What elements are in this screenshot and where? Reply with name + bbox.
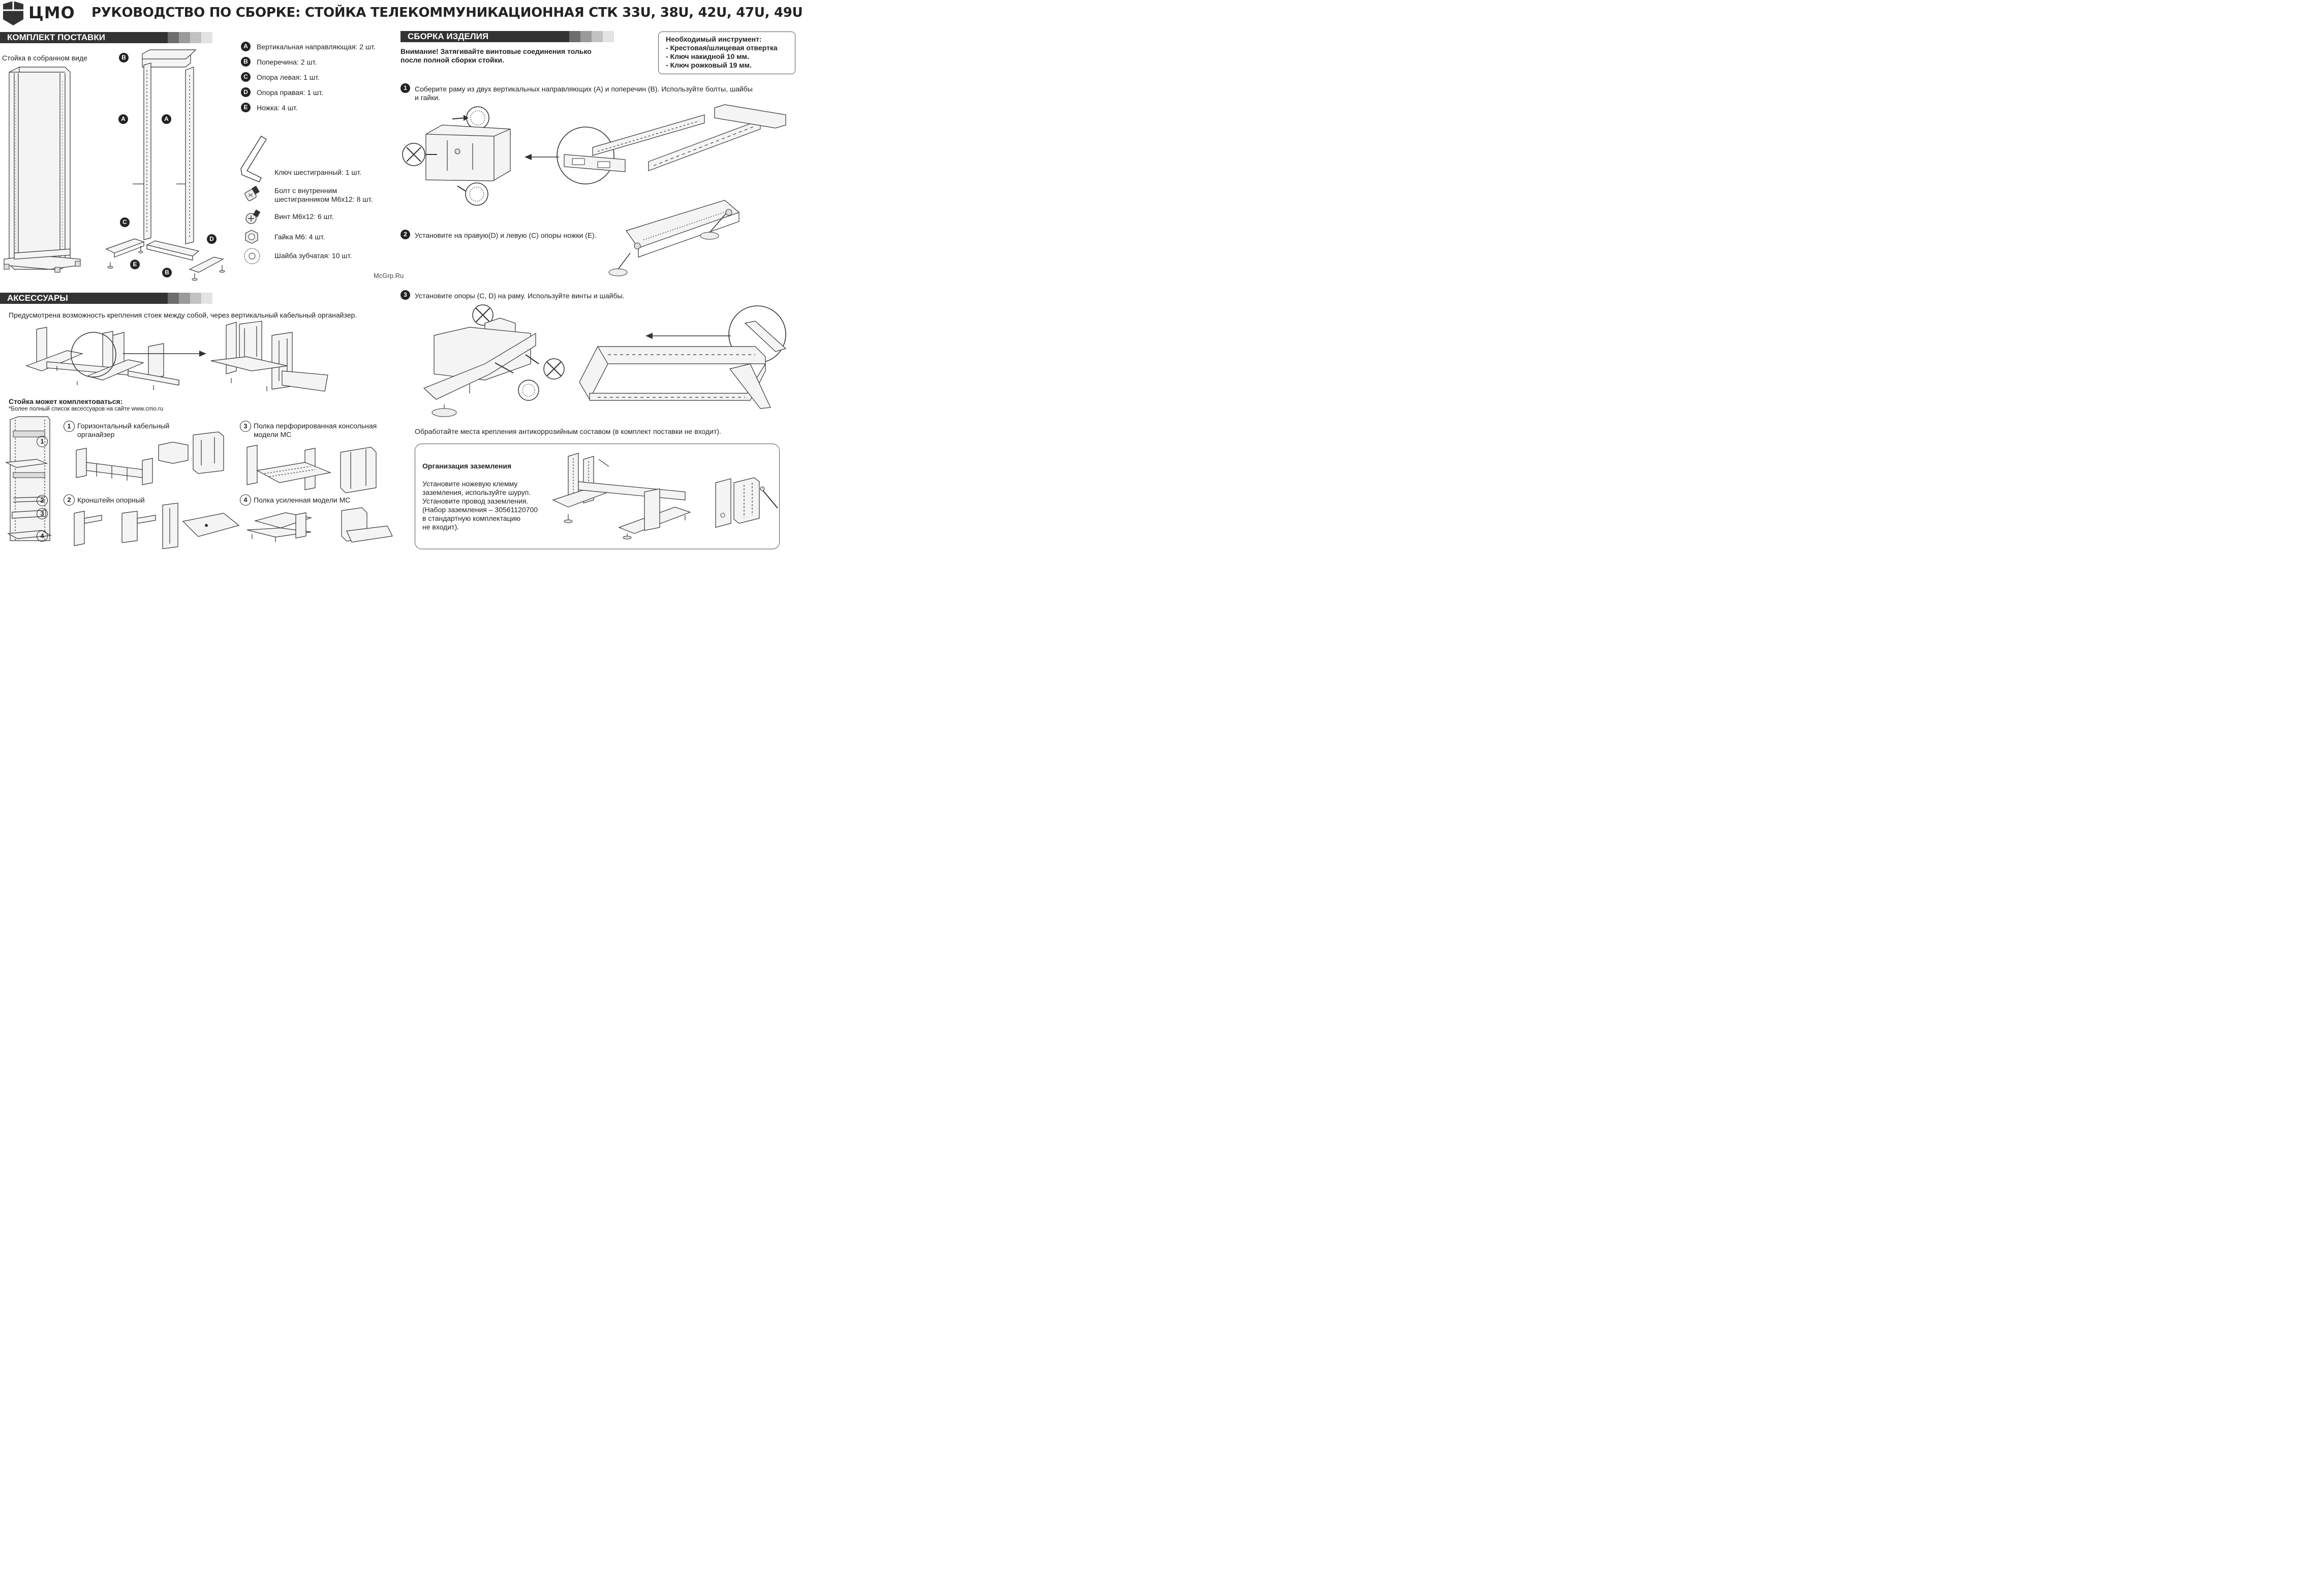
step1-frame-parts-illustration	[557, 104, 786, 184]
step-number: 2	[400, 230, 410, 239]
anticorrosion-note: Обработайте места крепления антикоррозий…	[415, 427, 721, 435]
accessory-text: Горизонтальный кабельный органайзер	[77, 422, 170, 439]
accessory-number: 1	[64, 421, 75, 432]
section-accessories-header: АКСЕССУАРЫ	[0, 293, 212, 304]
callout-c: C	[120, 217, 130, 227]
section-accessories-title: АКСЕССУАРЫ	[0, 293, 168, 304]
kit-item-letter: D	[241, 87, 251, 97]
rack-label: 3	[37, 508, 48, 519]
screw-icon	[245, 209, 261, 224]
section-assembly-header: СБОРКА ИЗДЕЛИЯ	[400, 31, 614, 42]
kit-item-letter: B	[241, 57, 251, 67]
accessory-text: Полка усиленная модели МС	[254, 496, 351, 504]
assembled-label: Стойка в собранном виде	[2, 54, 87, 62]
kit-item-text: Ножка: 4 шт.	[257, 104, 298, 112]
kit-item-text: Поперечина: 2 шт.	[257, 58, 317, 66]
tools-item: - Крестовая/шлицевая отвертка	[666, 44, 778, 52]
step-text: Установите на правую(D) и левую (С) опор…	[415, 231, 597, 239]
toothed-washer-icon	[244, 248, 260, 264]
accessory-number: 4	[240, 494, 251, 506]
grounding-text: Установите ножевую клемму заземления, ис…	[422, 480, 538, 531]
kit-item-letter: C	[241, 72, 251, 82]
arrow-left-icon	[645, 333, 731, 339]
logo: ЦМО	[2, 1, 78, 25]
callout-d: D	[207, 234, 217, 244]
rack-label: 1	[37, 436, 48, 447]
horizontal-cable-organizer-illustration	[76, 431, 224, 485]
joined-racks-detail-illustration	[210, 321, 328, 392]
grounding-rack-base-illustration	[552, 453, 691, 540]
arrow-left-icon	[525, 154, 559, 160]
hardware-item-text: Ключ шестигранный: 1 шт.	[274, 168, 362, 176]
callout-b-bottom: B	[162, 268, 172, 277]
kit-item-text: Опора правая: 1 шт.	[257, 88, 323, 97]
accessories-intro: Предусмотрена возможность крепления стое…	[9, 311, 357, 319]
step3-support-mount-illustration	[423, 304, 565, 417]
tools-item: - Ключ рожковый 19 мм.	[666, 61, 752, 69]
rack-with-accessories-illustration	[5, 416, 52, 541]
perforated-shelf-illustration	[246, 445, 377, 493]
step-text: Соберите раму из двух вертикальных напра…	[415, 85, 753, 102]
accessory-number: 2	[64, 494, 75, 506]
logo-shield-icon	[3, 1, 23, 25]
rack-label: 4	[37, 530, 48, 542]
exploded-parts-illustration	[105, 49, 225, 281]
reinforced-shelf-illustration	[246, 507, 393, 543]
step-number: 1	[400, 83, 410, 93]
socket-bolt-icon	[244, 185, 260, 201]
callout-a-left: A	[118, 114, 128, 124]
step2-support-legs-illustration	[608, 200, 740, 276]
accessories-options-note: *Более полный список аксессуаров на сайт…	[9, 406, 164, 412]
hex-key-icon	[240, 136, 267, 182]
arrow-right-icon	[123, 351, 206, 357]
accessory-text: Полка перфорированная консольная модели …	[254, 422, 377, 439]
joined-racks-illustration	[25, 327, 179, 390]
step3-frame-illustration	[579, 305, 787, 409]
tools-title: Необходимый инструмент:	[666, 35, 762, 43]
grounding-box: Организация заземления Установите ножеву…	[415, 444, 780, 549]
accessory-text: Кронштейн опорный	[77, 496, 145, 504]
callout-a-right: A	[162, 114, 171, 124]
step-text: Установите опоры (С, D) на раму. Использ…	[415, 292, 625, 300]
page-title: РУКОВОДСТВО ПО СБОРКЕ: СТОЙКА ТЕЛЕКОММУН…	[91, 5, 803, 20]
hardware-item-text: Болт с внутренним шестигранником М6х12: …	[274, 186, 373, 203]
accessory-number: 3	[240, 421, 251, 432]
callout-b-top: B	[119, 53, 129, 62]
logo-text: ЦМО	[28, 3, 75, 22]
step1-joint-detail-illustration	[402, 106, 511, 206]
kit-item-letter: A	[241, 42, 251, 51]
grounding-title: Организация заземления	[422, 462, 512, 470]
grounding-terminal-detail-illustration	[715, 477, 778, 528]
hardware-item-text: Гайка М6: 4 шт.	[274, 233, 325, 241]
kit-item-letter: E	[241, 103, 251, 112]
assembly-warning: Внимание! Затягивайте винтовые соединени…	[400, 47, 592, 64]
nut-icon	[245, 230, 258, 244]
tools-item: - Ключ накидной 10 мм.	[666, 52, 749, 60]
watermark: McGrp.Ru	[374, 272, 404, 279]
kit-item-text: Опора левая: 1 шт.	[257, 73, 320, 81]
section-kit-title: КОМПЛЕКТ ПОСТАВКИ	[0, 32, 168, 43]
callout-e: E	[130, 260, 140, 269]
step-number: 3	[400, 290, 410, 300]
hardware-item-text: Винт М6х12: 6 шт.	[274, 212, 334, 221]
rack-label: 2	[37, 495, 48, 506]
support-bracket-illustration	[74, 503, 240, 549]
accessories-options-title: Стойка может комплектоваться:	[9, 397, 123, 405]
hardware-item-text: Шайба зубчатая: 10 шт.	[274, 252, 352, 260]
assembled-rack-illustration	[4, 67, 81, 273]
section-assembly-title: СБОРКА ИЗДЕЛИЯ	[400, 31, 569, 42]
kit-item-text: Вертикальная направляющая: 2 шт.	[257, 43, 376, 51]
section-kit-header: КОМПЛЕКТ ПОСТАВКИ	[0, 32, 212, 43]
required-tools-box: Необходимый инструмент: - Крестовая/шлиц…	[658, 32, 795, 74]
